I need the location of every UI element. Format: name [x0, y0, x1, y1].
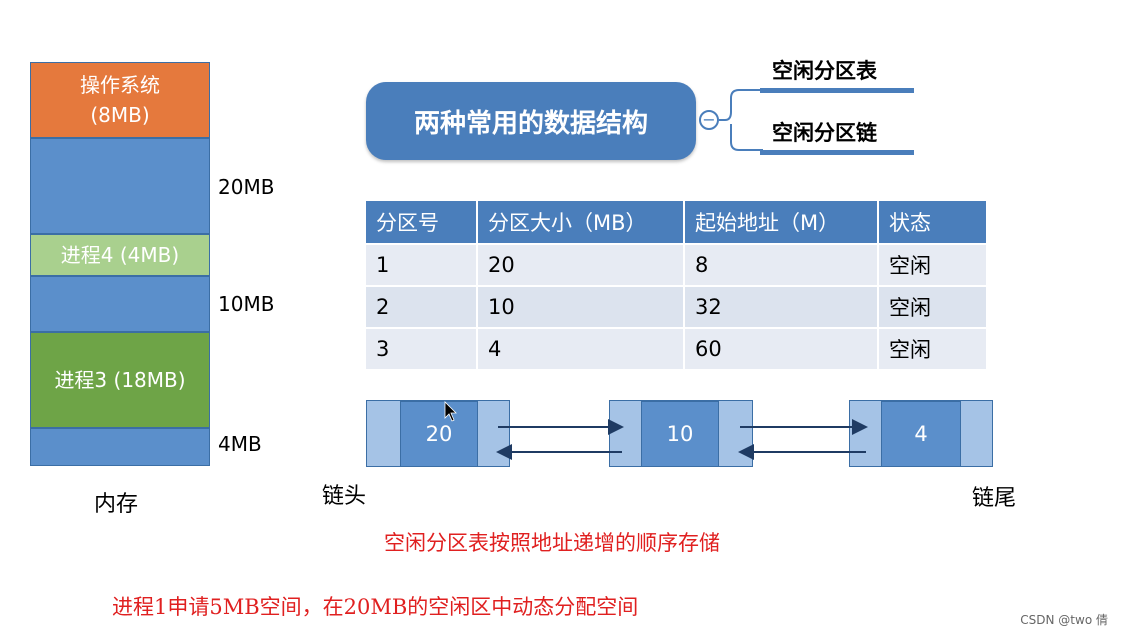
- list-head-label: 链头: [322, 484, 367, 509]
- memory-label: 内存: [94, 492, 139, 517]
- list-node-2-value: 10: [666, 422, 694, 446]
- branch-free-partition-chain: 空闲分区链: [772, 121, 877, 145]
- cell-start-address: 8: [684, 243, 879, 286]
- list-node-3-value: 4: [914, 422, 928, 446]
- note-order: 空闲分区表按照地址递增的顺序存储: [384, 531, 720, 555]
- list-node-2-data: 10: [641, 401, 719, 467]
- collapse-icon[interactable]: −: [699, 110, 719, 130]
- memory-block-free-20mb: [30, 138, 210, 234]
- free-size-label-4mb: 4MB: [218, 432, 262, 456]
- memory-block-process3: 进程3 (18MB): [30, 332, 210, 428]
- free-partition-table: 分区号 分区大小（MB） 起始地址（M） 状态 1 20 8 空闲 2 10 3…: [366, 201, 988, 369]
- branch-underline-table: [760, 88, 914, 93]
- cell-start-address: 60: [684, 327, 879, 369]
- memory-block-free-10mb: [30, 276, 210, 332]
- list-node-1-value: 20: [425, 422, 453, 446]
- table-row: 2 10 32 空闲: [366, 285, 988, 328]
- branch-underline-chain: [760, 150, 914, 155]
- mindmap-title: 两种常用的数据结构: [413, 108, 648, 139]
- header-status: 状态: [878, 201, 988, 244]
- cell-status: 空闲: [878, 243, 988, 286]
- memory-block-free-4mb: [30, 428, 210, 466]
- branch-free-partition-table: 空闲分区表: [772, 59, 877, 83]
- cell-start-address: 32: [684, 285, 879, 328]
- cell-partition-no: 3: [366, 327, 478, 369]
- table-header-row: 分区号 分区大小（MB） 起始地址（M） 状态: [366, 201, 988, 244]
- cell-partition-size: 4: [477, 327, 685, 369]
- table-row: 1 20 8 空闲: [366, 243, 988, 286]
- memory-block-os: 操作系统 (8MB): [30, 62, 210, 138]
- os-name: 操作系统: [80, 73, 160, 97]
- os-size: (8MB): [90, 103, 150, 127]
- mouse-cursor-icon: [444, 401, 457, 422]
- header-partition-no: 分区号: [366, 201, 478, 244]
- mindmap-connectors: [719, 89, 763, 151]
- watermark: CSDN @two 倩: [1020, 613, 1108, 627]
- note-request: 进程1申请5MB空间，在20MB的空闲区中动态分配空间: [112, 595, 639, 619]
- cell-partition-size: 20: [477, 243, 685, 286]
- list-node-3-data: 4: [881, 401, 961, 467]
- list-tail-label: 链尾: [972, 486, 1017, 511]
- table-row: 3 4 60 空闲: [366, 327, 988, 369]
- cell-partition-no: 2: [366, 285, 478, 328]
- cell-status: 空闲: [878, 327, 988, 369]
- header-partition-size: 分区大小（MB）: [477, 201, 685, 244]
- memory-block-process4: 进程4 (4MB): [30, 234, 210, 276]
- cell-partition-size: 10: [477, 285, 685, 328]
- free-size-label-10mb: 10MB: [218, 292, 275, 316]
- cell-partition-no: 1: [366, 243, 478, 286]
- mindmap-root: 两种常用的数据结构: [366, 82, 696, 160]
- free-size-label-20mb: 20MB: [218, 175, 275, 199]
- cell-status: 空闲: [878, 285, 988, 328]
- process4-label: 进程4 (4MB): [60, 243, 180, 267]
- collapse-symbol: −: [702, 110, 716, 129]
- header-start-address: 起始地址（M）: [684, 201, 879, 244]
- process3-label: 进程3 (18MB): [54, 368, 186, 392]
- list-node-1-data: 20: [400, 401, 478, 467]
